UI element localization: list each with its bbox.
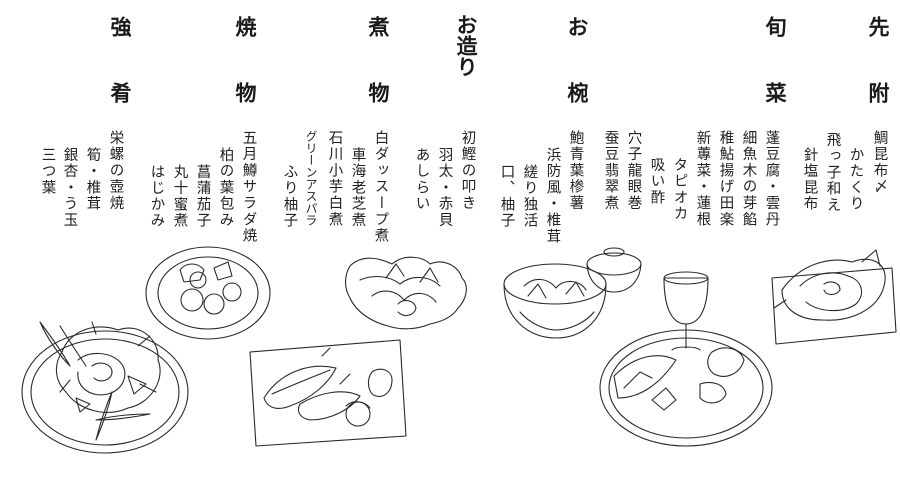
menu-item: 白ダッスープ煮 (372, 130, 389, 245)
menu-item: 筍・椎茸 (84, 147, 101, 213)
menu-item: 飛っ子和え (824, 132, 841, 214)
course-title-shunsai-top: 旬 (763, 16, 788, 38)
menu-item: 鮑青葉椮薯 (567, 130, 584, 212)
course-title-nimono-bottom: 物 (366, 82, 391, 104)
menu-item: 新蓴菜・蓮根 (694, 130, 711, 228)
course-title-owan-top: お (565, 16, 590, 38)
menu-item: 羽太・赤貝 (436, 147, 453, 229)
menu-item: 蚕豆翡翠煮 (602, 130, 619, 212)
course-title-shunsai-bottom: 菜 (763, 82, 788, 104)
course-title-sakizuke-top: 先 (866, 16, 891, 38)
menu-item: 柏の葉包み (217, 147, 234, 229)
menu-item: 五月鱒サラダ焼 (240, 130, 257, 245)
menu-item: 浜防風・椎茸 (544, 147, 561, 245)
menu-item: 吸い酢 (648, 157, 665, 206)
menu-item: タピオカ (671, 157, 688, 223)
dish-illustration-shiizakana (22, 322, 188, 453)
menu-item: 縒り独活 (521, 164, 538, 230)
dish-illustration-shunsai (600, 272, 772, 446)
menu-item: 稚鮎揚げ田楽 (717, 130, 734, 228)
menu-item: 石川小芋白煮 (326, 130, 343, 228)
menu-item: 口、柚子 (498, 164, 515, 230)
menu-item: 細魚木の芽餡 (740, 130, 757, 228)
dish-illustration-yakimono-bowl (146, 247, 270, 339)
course-title-shiizakana-top: 強 (108, 16, 133, 38)
course-title-shiizakana-bottom: 肴 (108, 82, 133, 104)
menu-item: 菖蒲茄子 (194, 164, 211, 230)
menu-item: 丸十蜜煮 (171, 164, 188, 230)
dish-illustration-nimono (346, 257, 467, 329)
menu-item: かたくり (847, 147, 864, 213)
menu-item: グリーンアスパラ (304, 130, 318, 226)
course-title-yakimono-bottom: 物 (233, 82, 258, 104)
dish-illustration-yakimono-plate (250, 340, 406, 446)
course-title-nimono-top: 煮 (366, 16, 391, 38)
course-title-yakimono-top: 焼 (233, 16, 258, 38)
menu-item: 車海老芝煮 (349, 147, 366, 229)
dish-illustration-sakizuke (772, 250, 896, 344)
menu-item: ふり柚子 (281, 164, 298, 230)
menu-item: 針塩昆布 (801, 147, 818, 213)
menu-item: あしらい (413, 147, 430, 213)
menu-item: 穴子龍眼巻 (625, 130, 642, 212)
course-title-sakizuke-bottom: 附 (866, 82, 891, 104)
menu-item: 蓬豆腐・雲丹 (763, 130, 780, 228)
menu-item: はじかみ (148, 164, 165, 230)
menu-item: 鯛昆布〆 (871, 130, 888, 196)
dish-illustration-owan (504, 248, 641, 338)
course-title-otsukuri: お造り (454, 14, 479, 77)
menu-item: 銀杏・う玉 (61, 147, 78, 229)
menu-item: 初鰹の叩き (459, 130, 476, 212)
course-title-owan-bottom: 椀 (565, 82, 590, 104)
menu-item: 栄螺の壺焼 (107, 130, 124, 212)
menu-item: 三つ葉 (39, 147, 56, 196)
